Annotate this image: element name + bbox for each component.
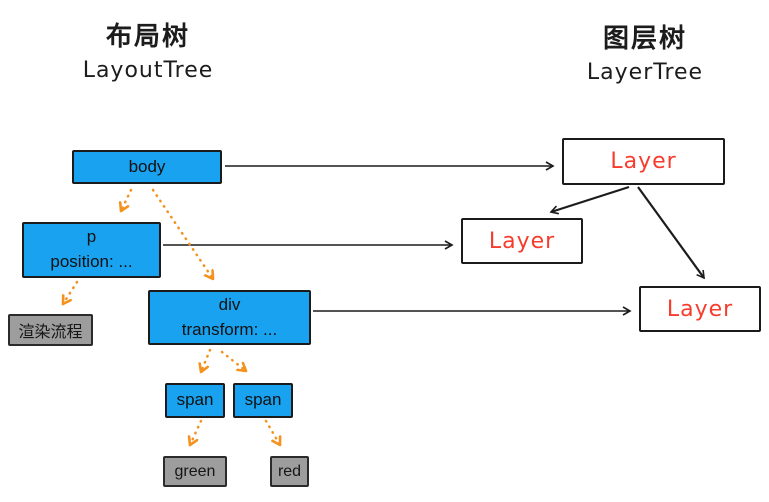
arrow-layer-top-to-layer-bottom [637,186,705,280]
node-div-style-note: transform: ... [181,319,278,339]
node-layer-top-label: Layer [610,149,677,174]
node-body-label: body [128,156,166,176]
node-red: red [270,456,309,487]
node-p: p position: ... [22,222,161,278]
node-render-process: 渲染流程 [8,314,93,346]
node-layer-middle-label: Layer [488,228,556,254]
node-span-left-label: span [176,390,214,410]
node-render-process-label: 渲染流程 [18,324,83,341]
arrow-div-to-span-left [201,348,212,372]
arrow-span-right-to-red [264,419,280,445]
node-layer-middle: Layer [461,218,583,264]
node-body: body [72,150,222,184]
node-green-label: green [174,462,216,480]
arrow-layer-top-to-layer-middle [549,185,630,215]
arrow-span-left-to-green [190,419,203,445]
node-p-style-note: position: ... [50,252,133,271]
node-green: green [163,456,227,487]
arrow-body-to-p [121,188,133,211]
node-span-right: span [233,383,293,418]
layout-tree-title-en: LayoutTree [82,58,214,83]
node-span-left: span [165,383,225,418]
layout-tree-title-zh: 布局树 [105,22,190,52]
node-div: div transform: ... [148,290,311,345]
layer-tree-title-en: LayerTree [586,60,704,85]
layer-tree-title-zh: 图层树 [602,24,687,54]
node-layer-top: Layer [562,138,725,185]
node-red-label: red [277,462,302,480]
node-layer-bottom-label: Layer [666,296,734,322]
arrow-p-to-render-process [63,280,79,304]
arrow-body-to-div [151,188,213,279]
arrow-div-to-span-right [220,350,246,371]
node-div-label: div [218,294,241,314]
node-layer-bottom: Layer [639,286,761,332]
node-p-label: p [86,227,97,247]
node-span-right-label: span [244,390,282,410]
